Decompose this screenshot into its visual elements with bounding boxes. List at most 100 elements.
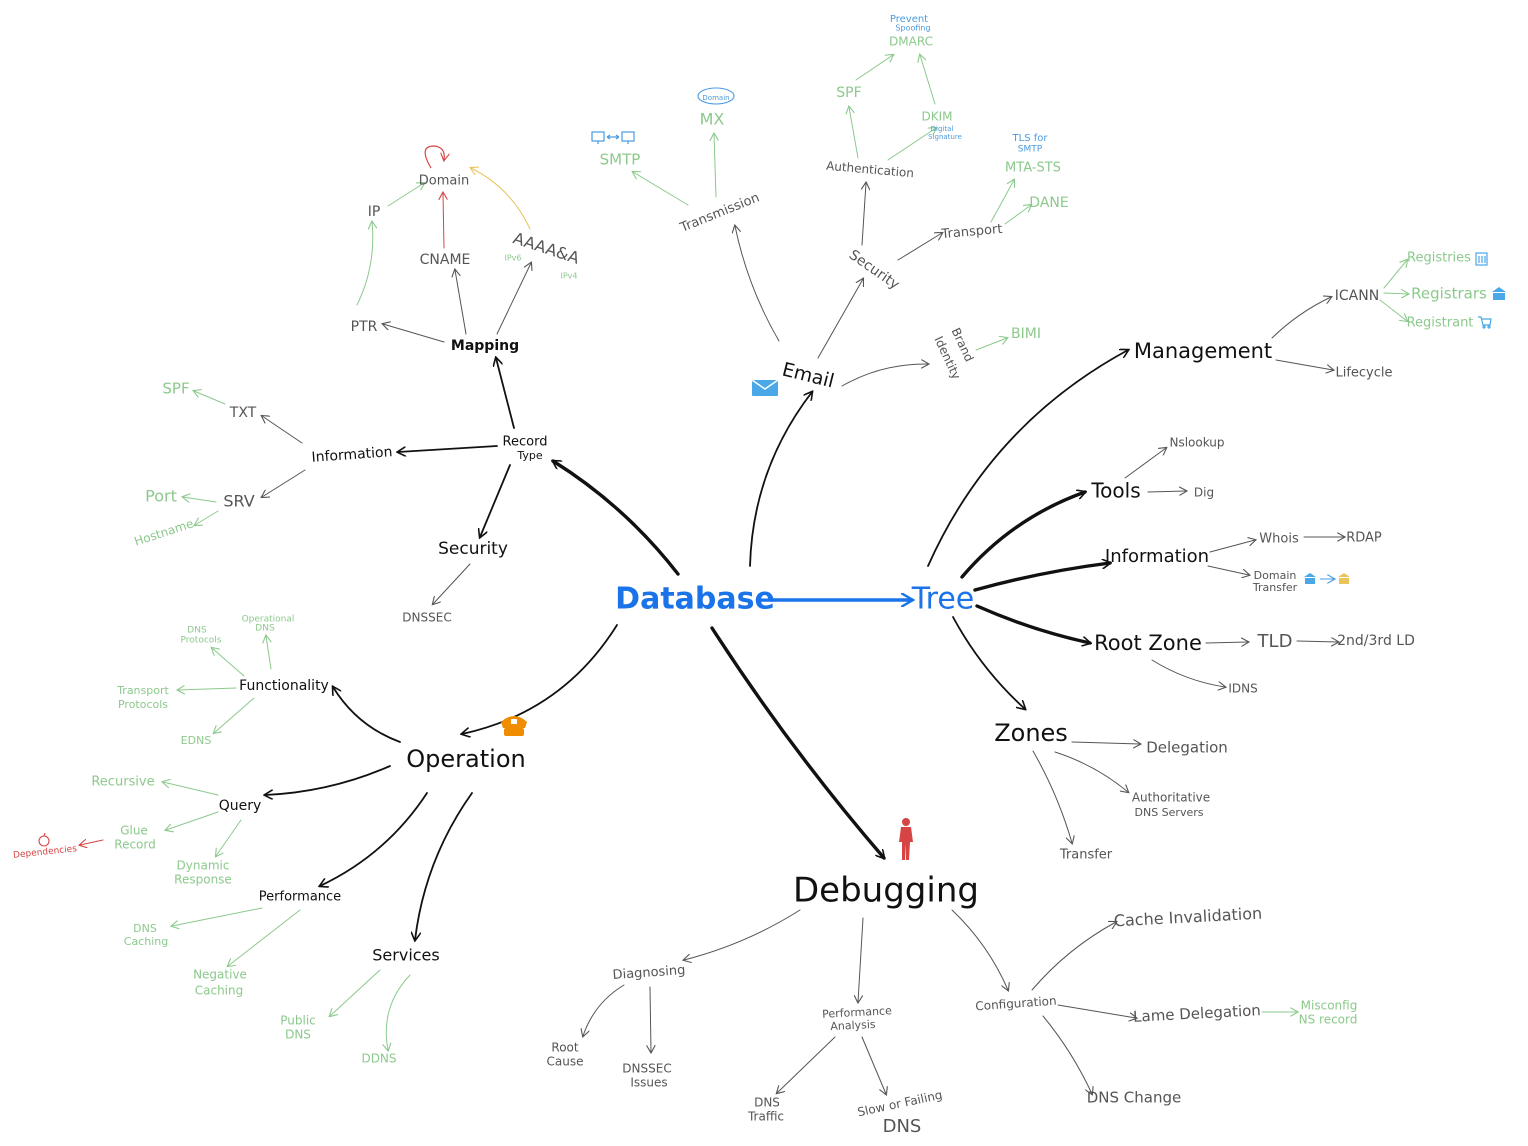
edge-email-to-transmission bbox=[735, 226, 780, 342]
edge-record-type-to-information-left bbox=[398, 445, 498, 452]
edge-zones-to-delegation bbox=[1071, 742, 1140, 744]
node-perf-analysis-1: Performance bbox=[822, 1004, 893, 1021]
node-dane: DANE bbox=[1029, 195, 1068, 211]
node-dns-change: DNS Change bbox=[1087, 1089, 1182, 1107]
node-slow-1: Slow or Failing bbox=[856, 1088, 943, 1120]
node-tld: TLD bbox=[1257, 631, 1293, 652]
node-misconfig-1: Misconfig bbox=[1301, 999, 1358, 1013]
police-cap-icon bbox=[501, 716, 527, 736]
node-public-2: DNS bbox=[285, 1028, 311, 1042]
node-ipv4: IPv4 bbox=[560, 272, 577, 281]
node-dynamic-2: Response bbox=[174, 873, 232, 887]
edge-zones-to-transfer bbox=[1032, 750, 1072, 843]
edge-txt-to-spf-left bbox=[194, 391, 226, 405]
node-dependencies: Dependencies bbox=[13, 844, 78, 861]
node-dns-traffic-2: Traffic bbox=[747, 1110, 784, 1124]
node-mapping: Mapping bbox=[451, 338, 519, 354]
node-ld: 2nd/3rd LD bbox=[1337, 633, 1415, 649]
edge-mapping-to-ptr bbox=[383, 324, 445, 343]
node-idns: IDNS bbox=[1228, 682, 1257, 696]
edge-perf-analysis-1-to-slow-1 bbox=[861, 1036, 886, 1094]
node-transport-protocols-2: Protocols bbox=[118, 698, 168, 711]
edge-diagnosing-to-dnssec-issues-1 bbox=[650, 986, 651, 1052]
node-transfer: Transfer bbox=[1059, 848, 1113, 863]
node-dnssec-issues-1: DNSSEC bbox=[622, 1062, 671, 1076]
edge-tools-to-nslookup bbox=[1124, 448, 1166, 479]
edge-performance-to-negative-1 bbox=[228, 909, 301, 966]
node-dns-protocols-1: DNS bbox=[187, 626, 207, 636]
node-tls-1: TLS for bbox=[1012, 133, 1049, 144]
node-ip: IP bbox=[368, 204, 381, 220]
edge-information-left-to-txt bbox=[262, 416, 303, 444]
node-functionality: Functionality bbox=[239, 678, 329, 694]
edge-diagnosing-to-root-cause-1 bbox=[583, 984, 625, 1036]
edge-brand-to-bimi bbox=[975, 338, 1007, 351]
node-cname: CNAME bbox=[420, 252, 471, 268]
node-authoritative-1: Authoritative bbox=[1132, 791, 1210, 805]
bank-icon bbox=[1492, 287, 1506, 300]
domain-bubble-icon bbox=[697, 87, 735, 105]
node-perf-analysis-2: Analysis bbox=[830, 1018, 876, 1033]
node-recursive: Recursive bbox=[91, 775, 154, 790]
node-digital-sig-1: Digital bbox=[931, 125, 954, 133]
node-information-right: Information bbox=[1105, 546, 1209, 567]
edge-zones-to-authoritative-1 bbox=[1054, 751, 1128, 792]
node-diagnosing: Diagnosing bbox=[612, 963, 686, 983]
node-registrars: Registrars bbox=[1411, 285, 1487, 303]
edge-performance-to-dns-caching-1 bbox=[172, 907, 263, 926]
node-registries: Registries bbox=[1407, 251, 1471, 266]
edge-perf-analysis-1-to-dns-traffic-1 bbox=[777, 1036, 836, 1093]
edge-functionality-to-operational-1 bbox=[266, 636, 272, 670]
node-root-cause-1: Root bbox=[551, 1041, 578, 1055]
edge-configuration-to-dns-change bbox=[1042, 1015, 1092, 1094]
node-spoofing: Spoofing bbox=[895, 24, 930, 33]
node-transport-protocols-1: Transport bbox=[116, 684, 169, 697]
edge-authentication-to-dkim bbox=[887, 128, 936, 161]
node-ddns: DDNS bbox=[361, 1052, 396, 1066]
node-prevent: Prevent bbox=[890, 14, 928, 25]
edge-functionality-to-edns bbox=[214, 697, 255, 733]
node-dns-protocols-2: Protocols bbox=[181, 636, 222, 646]
node-negative-1: Negative bbox=[193, 968, 247, 982]
icon-layer bbox=[38, 87, 1506, 860]
node-tools: Tools bbox=[1090, 479, 1140, 503]
node-cache-invalidation: Cache Invalidation bbox=[1113, 904, 1262, 931]
edge-dkim-to-dmarc bbox=[920, 55, 936, 105]
edge-tools-to-dig bbox=[1147, 491, 1186, 492]
node-dkim: DKIM bbox=[921, 110, 952, 124]
node-tls-2: SMTP bbox=[1018, 145, 1043, 155]
node-slow-2: DNS bbox=[883, 1116, 922, 1137]
edge-email-security-to-transport bbox=[897, 233, 942, 261]
node-negative-2: Caching bbox=[195, 984, 244, 998]
node-operational-1: Operational bbox=[242, 615, 295, 625]
edge-ip-to-domain bbox=[387, 183, 424, 207]
edge-layer bbox=[80, 55, 1408, 1094]
node-mx: MX bbox=[700, 110, 725, 129]
edge-tree-to-zones bbox=[952, 616, 1025, 709]
node-dig: Dig bbox=[1194, 486, 1214, 500]
edge-services-to-ddns bbox=[386, 974, 411, 1050]
edge-root-zone-to-idns bbox=[1151, 659, 1225, 687]
edge-database-to-operation bbox=[462, 624, 618, 734]
edge-debugging-to-diagnosing bbox=[684, 909, 801, 960]
node-record-type: Record bbox=[503, 435, 548, 450]
node-security-left: Security bbox=[438, 539, 508, 559]
node-spf-left: SPF bbox=[162, 380, 189, 398]
edge-authentication-to-spf-email bbox=[849, 107, 859, 159]
edge-query-to-dynamic-1 bbox=[216, 819, 242, 856]
edge-tree-to-tools bbox=[960, 492, 1085, 579]
edge-cname-to-domain bbox=[443, 193, 444, 249]
node-lifecycle: Lifecycle bbox=[1335, 366, 1392, 381]
envelope-icon bbox=[751, 379, 779, 396]
edge-security-left-to-dnssec bbox=[433, 563, 471, 604]
node-public-1: Public bbox=[280, 1014, 316, 1028]
node-misconfig-2: NS record bbox=[1299, 1013, 1358, 1027]
node-port: Port bbox=[145, 487, 177, 506]
edge-operation-to-functionality bbox=[333, 687, 401, 743]
edge-icann-to-registrant bbox=[1379, 299, 1407, 321]
node-domain-bubble: Domain bbox=[702, 94, 729, 102]
edge-srv-to-port bbox=[183, 497, 217, 503]
node-delegation: Delegation bbox=[1146, 739, 1228, 757]
node-whois: Whois bbox=[1259, 532, 1299, 547]
